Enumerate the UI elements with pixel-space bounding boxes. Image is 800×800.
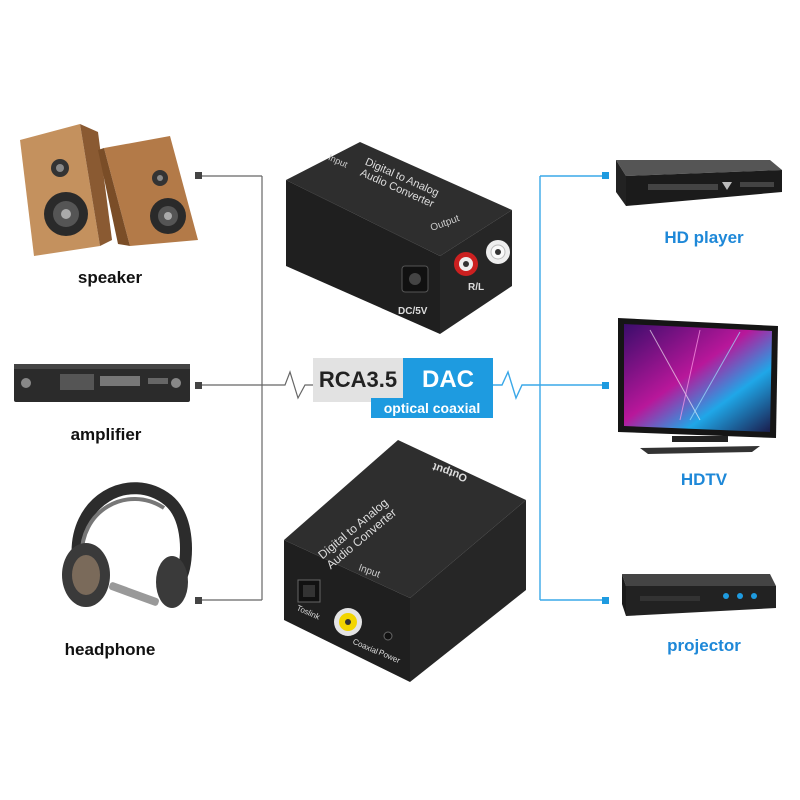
top-converter-device [286, 142, 512, 334]
hdtv-icon [618, 318, 778, 454]
projector-icon [622, 574, 776, 616]
left-connector-lines [200, 175, 313, 601]
bottom-converter-device [284, 440, 526, 682]
label-amplifier: amplifier [70, 425, 142, 444]
headphone-icon [62, 482, 192, 608]
left-node-speaker [195, 172, 202, 179]
right-connector-lines [493, 175, 605, 601]
left-node-headphone [195, 597, 202, 604]
speaker-icon [20, 124, 198, 256]
label-hd-player: HD player [664, 228, 744, 247]
top-converter-dc-label: DC/5V [398, 306, 428, 317]
banner-optical-coaxial-text: optical coaxial [371, 398, 493, 418]
banner-dac-text: DAC [403, 358, 493, 402]
right-node-projector [602, 597, 609, 604]
label-projector: projector [667, 636, 741, 655]
banner-rca-text: RCA3.5 [313, 358, 403, 402]
top-converter-rl-label: R/L [468, 282, 485, 293]
label-hdtv: HDTV [680, 470, 728, 489]
right-node-hd-player [602, 172, 609, 179]
center-banner: RCA3.5 DAC optical coaxial [313, 358, 493, 420]
label-speaker: speaker [77, 268, 143, 287]
right-node-hdtv [602, 382, 609, 389]
hd-player-icon [616, 160, 782, 206]
amplifier-icon [14, 364, 190, 402]
label-headphone: headphone [64, 640, 156, 659]
left-node-amplifier [195, 382, 202, 389]
